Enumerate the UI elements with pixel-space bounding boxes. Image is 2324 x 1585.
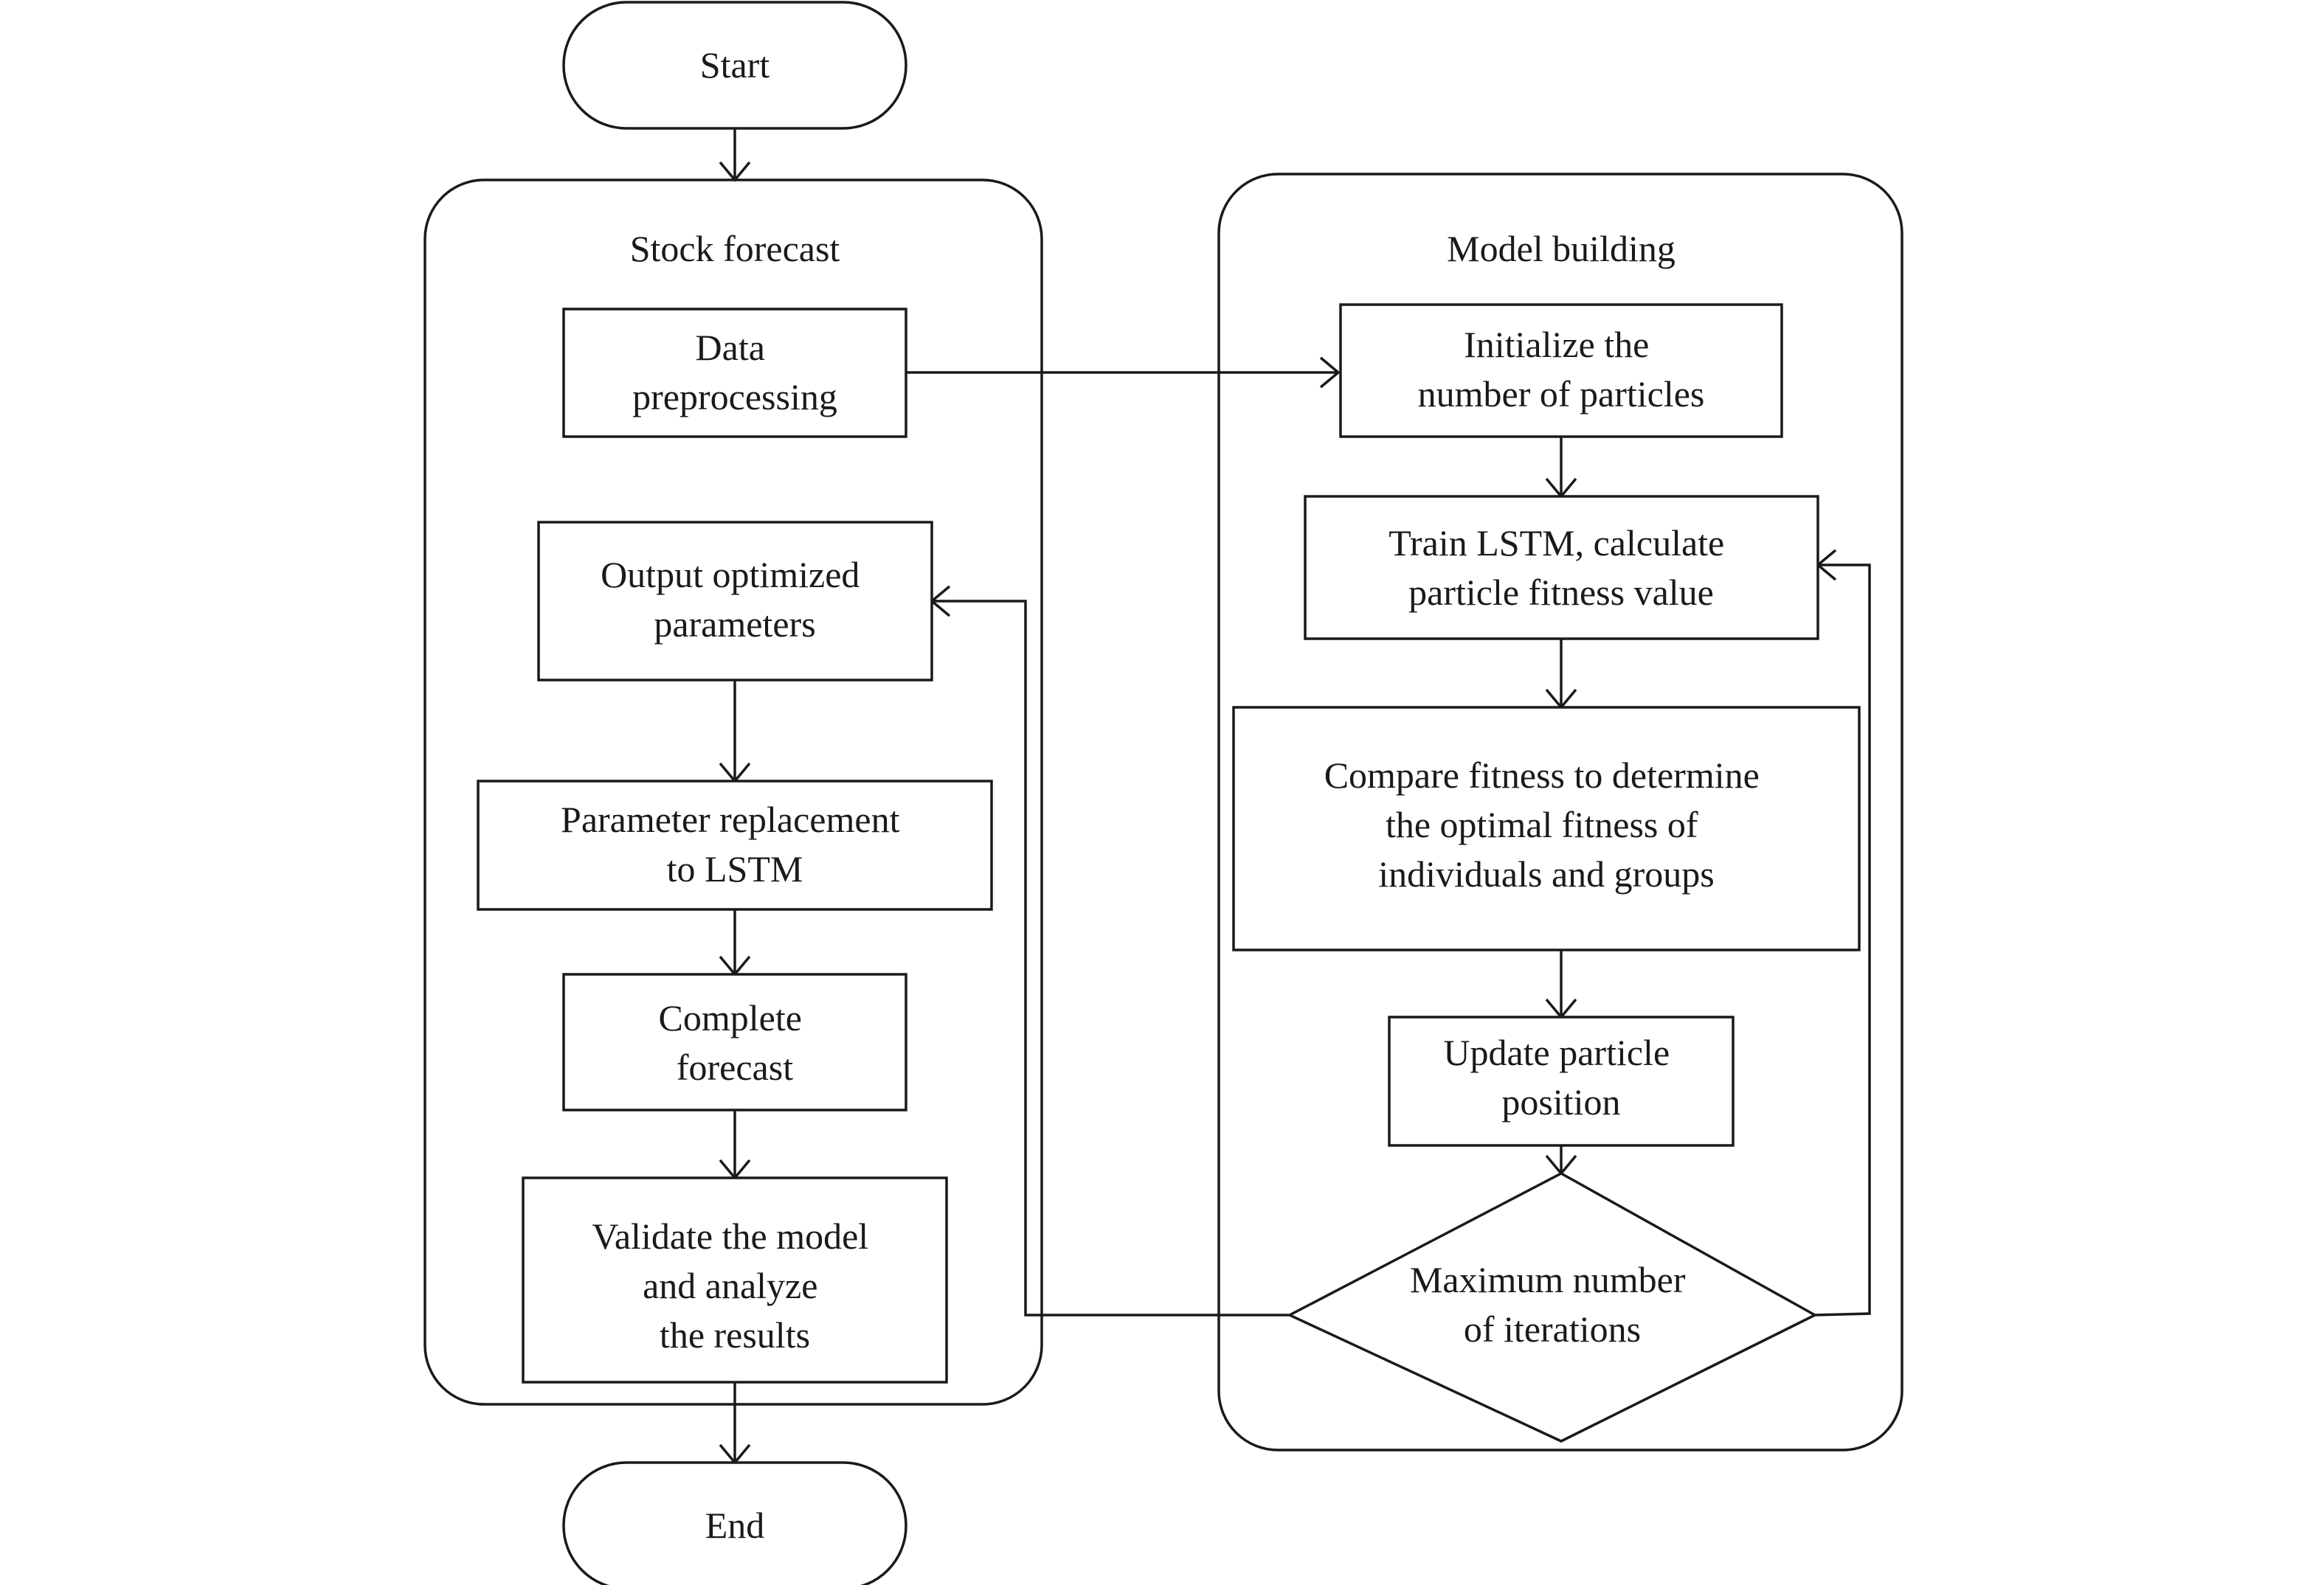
model-building-title: Model building <box>1447 228 1675 269</box>
edge-decision-to-output <box>932 600 1290 1317</box>
update-position-label: Update particle position <box>1443 1032 1678 1123</box>
max-iterations-label: Maximum number of iterations <box>1410 1259 1695 1350</box>
validate-model-label: Validate the model and analyze the resul… <box>592 1215 877 1356</box>
compare-fitness-line-1: Compare fitness to determine <box>1324 755 1760 796</box>
compare-fitness-label: Compare fitness to determine the optimal… <box>1324 755 1769 895</box>
update-position-line-2: position <box>1501 1081 1620 1123</box>
max-iterations-decision: Maximum number of iterations <box>1287 1172 1818 1443</box>
parameter-replacement-line-1: Parameter replacement <box>561 799 900 840</box>
stock-forecast-title: Stock forecast <box>630 228 840 269</box>
data-preprocessing-label: Data preprocessing <box>632 327 837 417</box>
validate-model-line-2: and analyze <box>643 1265 817 1306</box>
data-preprocessing-box: Data preprocessing <box>562 308 907 438</box>
complete-forecast-box: Complete forecast <box>562 973 907 1111</box>
initialize-particles-line-1: Initialize the <box>1464 324 1649 365</box>
update-position-rect <box>1388 1016 1735 1147</box>
output-parameters-line-1: Output optimized <box>601 554 860 595</box>
validate-model-line-1: Validate the model <box>592 1215 868 1257</box>
initialize-particles-line-2: number of particles <box>1418 373 1705 415</box>
arrowhead-start <box>719 161 751 182</box>
output-parameters-box: Output optimized parameters <box>537 521 933 681</box>
data-preprocessing-line-2: preprocessing <box>632 376 837 417</box>
compare-fitness-line-3: individuals and groups <box>1378 853 1715 895</box>
start-label: Start <box>700 44 770 86</box>
start-terminal <box>562 1 907 130</box>
update-position-box: Update particle position <box>1388 1016 1735 1147</box>
complete-forecast-line-1: Complete <box>659 997 802 1038</box>
compare-fitness-box: Compare fitness to determine the optimal… <box>1232 706 1861 951</box>
validate-model-rect <box>522 1176 948 1384</box>
output-parameters-line-2: parameters <box>654 603 815 645</box>
train-lstm-rect <box>1304 495 1819 640</box>
initialize-particles-label: Initialize the number of particles <box>1418 324 1705 415</box>
initialize-particles-box: Initialize the number of particles <box>1339 303 1783 438</box>
parameter-replacement-line-2: to LSTM <box>667 848 803 889</box>
parameter-replacement-label: Parameter replacement to LSTM <box>561 799 909 889</box>
train-lstm-line-1: Train LSTM, calculate <box>1388 522 1724 563</box>
validate-model-line-3: the results <box>660 1314 810 1356</box>
compare-fitness-rect <box>1232 706 1861 951</box>
train-lstm-box: Train LSTM, calculate particle fitness v… <box>1304 495 1819 640</box>
model-building-group <box>1217 173 1903 1452</box>
complete-forecast-rect <box>562 973 907 1111</box>
complete-forecast-line-2: forecast <box>677 1047 793 1088</box>
max-iterations-line-1: Maximum number <box>1410 1259 1686 1300</box>
output-parameters-rect <box>537 521 933 681</box>
data-preprocessing-line-1: Data <box>696 327 765 368</box>
edge-decision-loop-to-train <box>1814 563 1871 1317</box>
compare-fitness-line-2: the optimal fitness of <box>1386 804 1698 845</box>
update-position-line-1: Update particle <box>1443 1032 1670 1073</box>
data-preprocessing-rect <box>562 308 907 438</box>
end-terminal <box>562 1461 907 1585</box>
validate-model-box: Validate the model and analyze the resul… <box>522 1176 948 1384</box>
arrowhead-init <box>1319 356 1341 389</box>
max-iterations-line-2: of iterations <box>1464 1308 1641 1350</box>
complete-forecast-label: Complete forecast <box>659 997 812 1088</box>
end-label: End <box>705 1505 765 1546</box>
train-lstm-line-2: particle fitness value <box>1408 572 1714 613</box>
max-iterations-diamond <box>1287 1172 1818 1443</box>
connectors <box>719 128 1871 1465</box>
output-parameters-label: Output optimized parameters <box>601 554 869 645</box>
parameter-replacement-rect <box>477 780 993 911</box>
initialize-particles-rect <box>1339 303 1783 438</box>
train-lstm-label: Train LSTM, calculate particle fitness v… <box>1388 522 1734 613</box>
parameter-replacement-box: Parameter replacement to LSTM <box>477 780 993 911</box>
